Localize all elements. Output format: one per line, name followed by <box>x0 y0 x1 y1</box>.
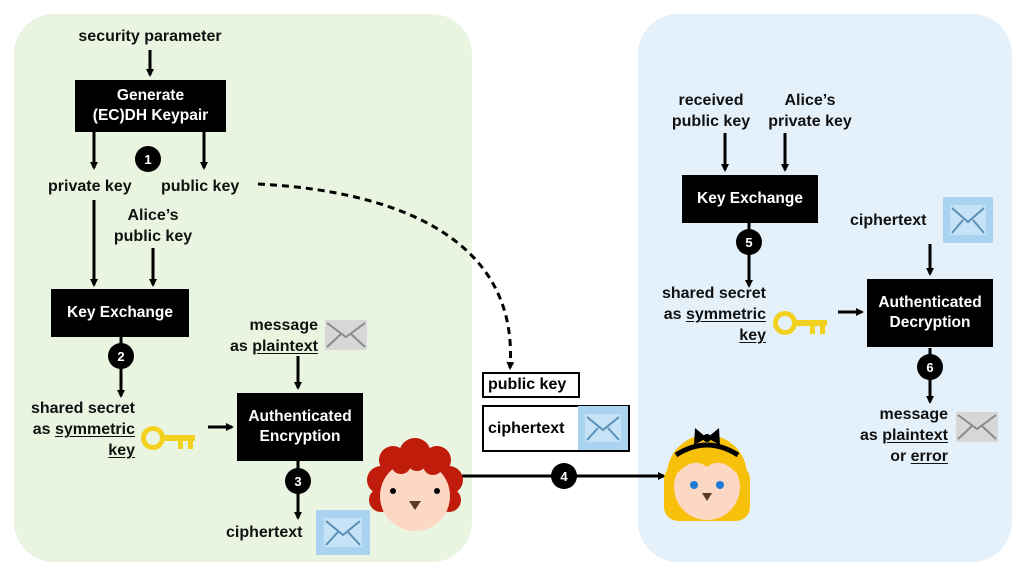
auth-enc-line1: Authenticated <box>248 408 352 425</box>
alice-public-key-line2: public key <box>113 228 193 245</box>
received-line1: received <box>678 92 744 109</box>
auth-dec-line2: Decryption <box>889 314 971 331</box>
step-1-badge: 1 <box>135 146 161 172</box>
envelope-icon <box>316 510 370 555</box>
envelope-icon <box>943 197 993 243</box>
public-key-label: public key <box>161 178 240 195</box>
security-parameter-label: security parameter <box>78 28 222 45</box>
generate-keypair-box: Generate (EC)DH Keypair <box>75 80 226 132</box>
shared-secret-label-sender: shared secret as symmetric key <box>0 398 135 461</box>
key-exchange-box-sender: Key Exchange <box>51 289 189 337</box>
message-label-receiver: message as plaintext or error <box>830 404 948 467</box>
message-label-sender: message as plaintext <box>200 315 318 357</box>
step-5-badge: 5 <box>736 229 762 255</box>
shared-secret-r-key: key <box>739 327 766 344</box>
key-icon <box>773 311 827 335</box>
message-r-line1: message <box>879 406 949 423</box>
step-6-badge: 6 <box>917 354 943 380</box>
ciphertext-label-sender: ciphertext <box>226 524 303 541</box>
message-r-as: as <box>859 427 883 444</box>
shared-secret-symmetric: symmetric <box>54 421 135 438</box>
private-key-label: private key <box>48 178 132 195</box>
message-r-or: or <box>890 448 911 465</box>
shared-secret-key: key <box>108 442 135 459</box>
key-exchange-box-receiver: Key Exchange <box>682 175 818 223</box>
transmitted-ciphertext-label: ciphertext <box>488 419 565 437</box>
alice-private-key-label: Alice’s private key <box>760 90 860 132</box>
shared-secret-as: as <box>32 421 55 438</box>
auth-dec-line1: Authenticated <box>878 294 982 311</box>
received-line2: public key <box>671 113 751 130</box>
shared-secret-r-symmetric: symmetric <box>685 306 766 323</box>
alice-private-line1: Alice’s <box>784 92 836 109</box>
authenticated-decryption-box: Authenticated Decryption <box>867 279 993 347</box>
alice-public-key-line1: Alice’s <box>127 207 179 224</box>
alice-private-line2: private key <box>768 113 852 130</box>
alice-avatar <box>664 428 750 521</box>
bob-avatar <box>367 438 463 531</box>
shared-secret-r-line1: shared secret <box>661 285 766 302</box>
generate-line2: (EC)DH Keypair <box>92 107 209 124</box>
shared-secret-label-receiver: shared secret as symmetric key <box>630 283 766 346</box>
message-r-error: error <box>910 448 948 465</box>
step-2-badge: 2 <box>108 343 134 369</box>
shared-secret-r-as: as <box>663 306 686 323</box>
generate-line1: Generate <box>116 87 185 104</box>
message-line1: message <box>249 317 319 334</box>
alice-public-key-label: Alice’s public key <box>103 205 203 247</box>
step-3-badge: 3 <box>285 468 311 494</box>
authenticated-encryption-box: Authenticated Encryption <box>237 393 363 461</box>
message-plaintext: plaintext <box>252 338 318 355</box>
envelope-icon <box>578 406 628 450</box>
step-4-badge: 4 <box>551 463 577 489</box>
transmitted-public-key-box: public key <box>482 372 580 398</box>
shared-secret-line1: shared secret <box>30 400 135 417</box>
key-icon <box>141 426 195 450</box>
auth-enc-line2: Encryption <box>259 428 341 445</box>
message-r-plaintext: plaintext <box>882 427 948 444</box>
received-public-key-label: received public key <box>660 90 762 132</box>
arrow-public-key-transfer <box>257 182 515 370</box>
envelope-icon <box>956 412 998 442</box>
envelope-icon <box>325 320 367 350</box>
ciphertext-label-receiver: ciphertext <box>850 212 927 229</box>
message-as: as <box>229 338 253 355</box>
